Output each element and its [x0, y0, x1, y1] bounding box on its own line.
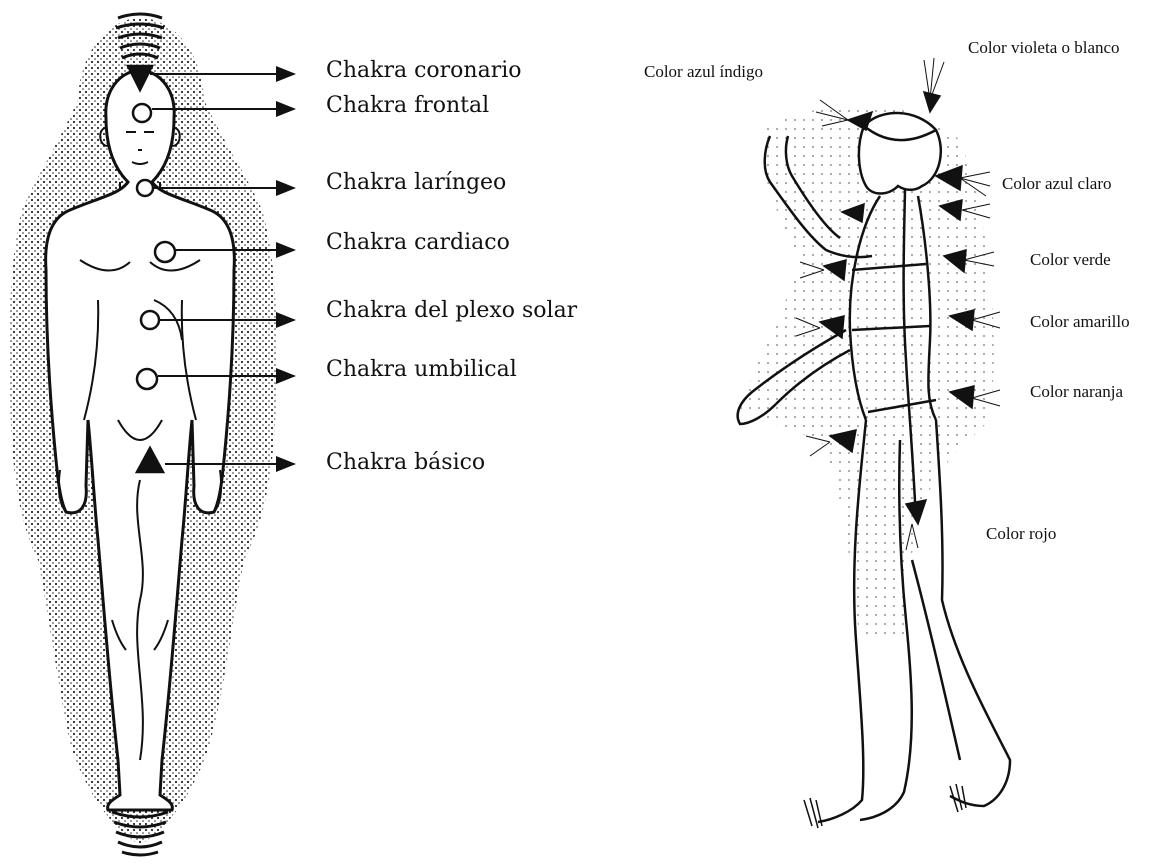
- label-color-violeta-blanco: Color violeta o blanco: [968, 38, 1120, 58]
- laringeo-chakra-marker: [137, 180, 153, 196]
- label-chakra-frontal: Chakra frontal: [326, 93, 489, 118]
- label-color-azul-indigo: Color azul índigo: [644, 62, 763, 82]
- plexo-solar-chakra-marker: [141, 311, 159, 329]
- label-chakra-laringeo: Chakra laríngeo: [326, 170, 506, 195]
- umbilical-chakra-marker: [137, 369, 157, 389]
- label-color-rojo: Color rojo: [986, 524, 1056, 544]
- cardiaco-chakra-marker: [155, 242, 175, 262]
- frontal-chakra-marker: [133, 104, 151, 122]
- label-color-amarillo: Color amarillo: [1030, 312, 1130, 332]
- label-chakra-umbilical: Chakra umbilical: [326, 357, 517, 382]
- label-chakra-plexo-solar: Chakra del plexo solar: [326, 298, 577, 323]
- label-color-naranja: Color naranja: [1030, 382, 1123, 402]
- label-chakra-coronario: Chakra coronario: [326, 58, 522, 83]
- label-color-verde: Color verde: [1030, 250, 1111, 270]
- label-chakra-cardiaco: Chakra cardiaco: [326, 230, 510, 255]
- label-color-azul-claro: Color azul claro: [1002, 174, 1112, 194]
- left-figure: [9, 14, 294, 855]
- right-figure: [738, 58, 1010, 828]
- label-chakra-basico: Chakra básico: [326, 450, 485, 475]
- foot-marks: [804, 784, 966, 828]
